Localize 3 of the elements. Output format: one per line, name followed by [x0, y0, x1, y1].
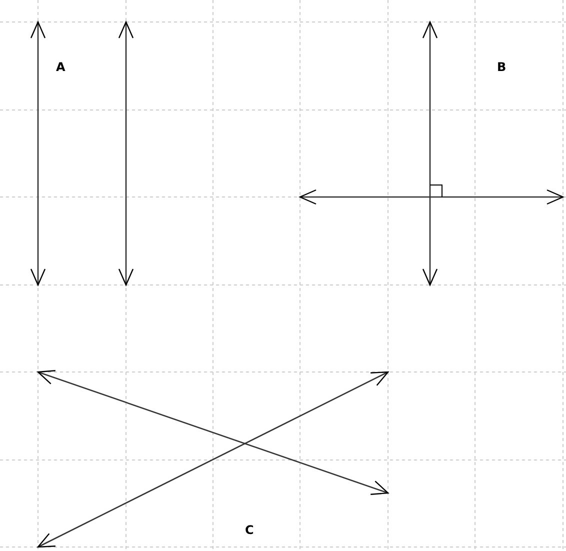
figure-letter: B	[497, 60, 506, 74]
figure-letter: C	[245, 523, 254, 537]
figure-letter: A	[56, 60, 66, 74]
